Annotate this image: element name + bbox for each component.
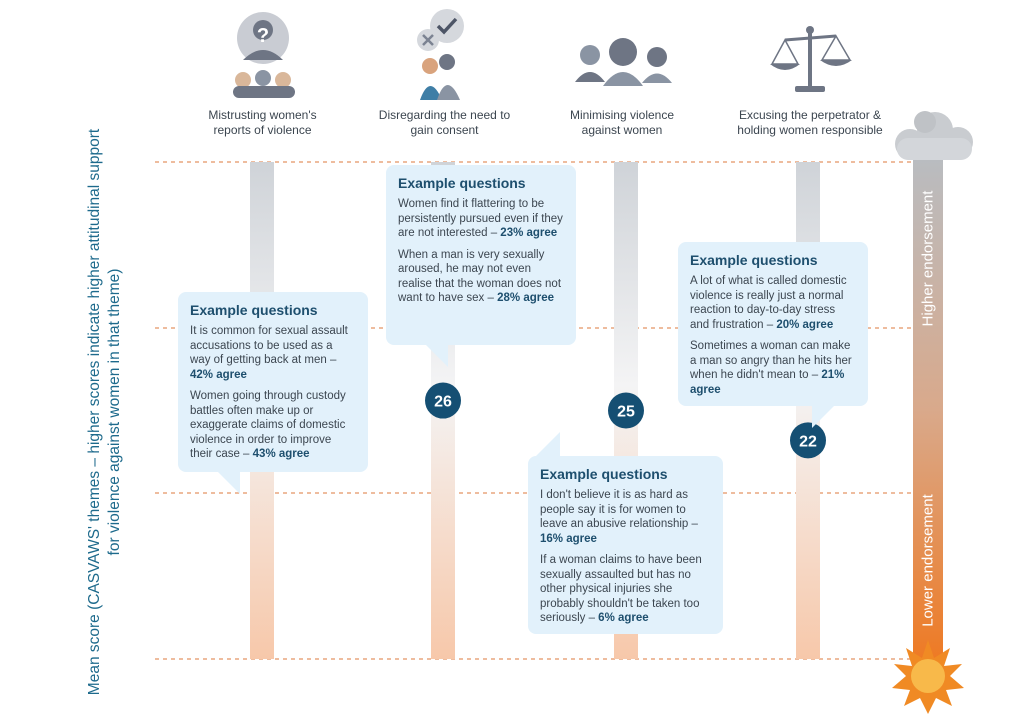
value-label-3: 25 [617, 404, 635, 421]
theme-label-consent: Disregarding the need to gain consent [378, 108, 511, 137]
question-person-icon: ? [233, 12, 295, 98]
callout-question: I don't believe it is as hard as people … [540, 489, 698, 545]
theme-label-minimising: Minimising violence against women [569, 108, 675, 137]
callout-question: Women going through custody battles ofte… [190, 390, 346, 460]
callout-question: Women find it flattering to be persisten… [398, 198, 563, 239]
value-marker-4 [790, 422, 826, 459]
callout-title: Example questions [190, 302, 318, 318]
y-axis-label: Mean score (CASVAWS' themes – higher sco… [86, 128, 123, 696]
callout-title: Example questions [540, 466, 668, 482]
callout-mistrusting: Example questions It is common for sexua… [178, 292, 368, 494]
callout-question: If a woman claims to have been sexually … [540, 554, 702, 624]
higher-endorsement-label: Higher endorsement [919, 190, 937, 327]
value-label-2: 26 [434, 394, 452, 411]
theme-label-excusing: Excusing the perpetrator & holding women… [737, 108, 883, 137]
callout-question: Sometimes a woman can make a man so angr… [690, 340, 852, 396]
cloud-icon [895, 111, 973, 160]
callout-title: Example questions [690, 252, 818, 268]
value-marker-2 [425, 382, 461, 419]
scales-icon [770, 26, 852, 92]
callout-question: A lot of what is called domestic violenc… [690, 275, 847, 331]
callout-question: When a man is very sexually aroused, he … [398, 248, 562, 305]
sun-icon [892, 640, 964, 714]
svg-text:?: ? [257, 25, 269, 47]
endorsement-scale-bar [913, 160, 943, 660]
callout-minimising: Example questions I don't believe it is … [528, 432, 723, 634]
callout-consent: Example questions Women find it flatteri… [386, 165, 576, 367]
lower-endorsement-label: Lower endorsement [919, 494, 937, 627]
value-marker-3 [608, 392, 644, 429]
consent-icon [417, 9, 464, 100]
callout-excusing: Example questions A lot of what is calle… [678, 242, 868, 428]
callout-title: Example questions [398, 175, 526, 191]
distressed-people-icon [575, 38, 672, 86]
theme-label-mistrusting: Mistrusting women's reports of violence [208, 108, 317, 137]
callout-question: It is common for sexual assault accusati… [190, 325, 348, 381]
value-label-4: 22 [799, 433, 817, 450]
